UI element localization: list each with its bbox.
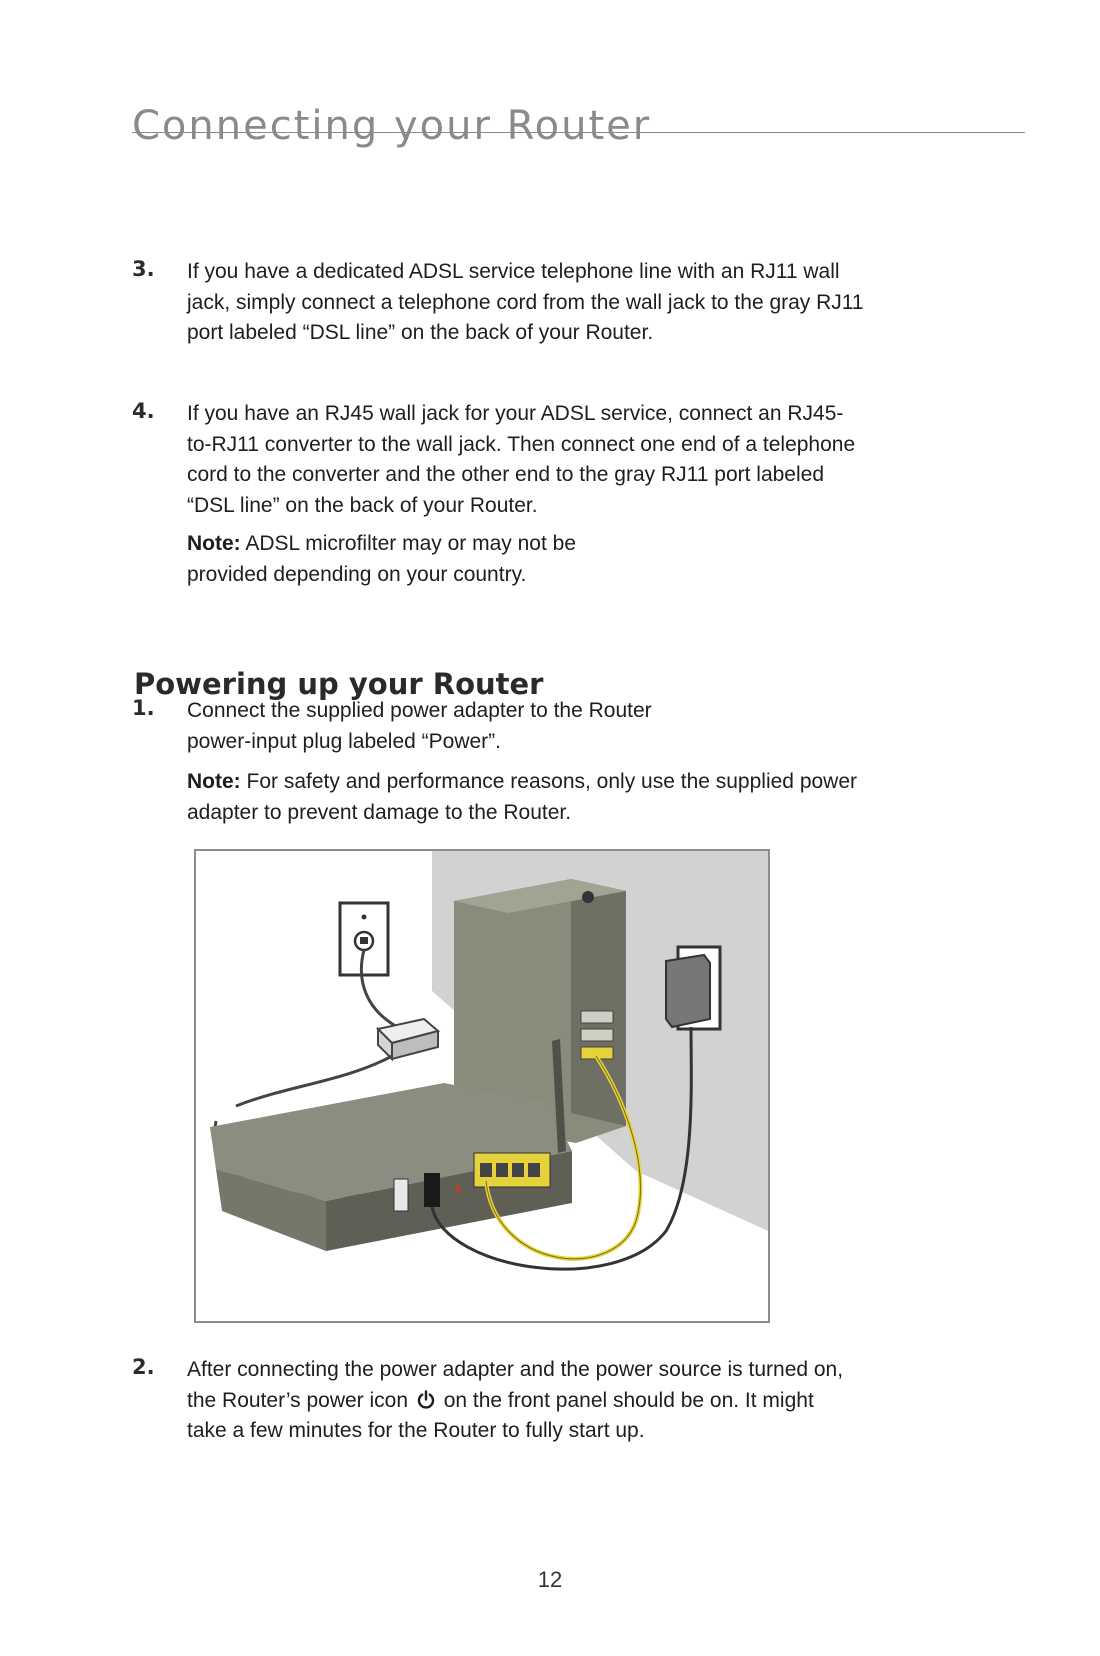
page-number: 12 xyxy=(537,1567,563,1592)
step-line: If you have a dedicated ADSL service tel… xyxy=(187,260,840,283)
router-connection-illustration xyxy=(196,851,768,1321)
router-top xyxy=(210,1083,572,1201)
step-text: If you have an RJ45 wall jack for your A… xyxy=(187,399,1017,521)
note-microfilter: Note: ADSL microfilter may or may not be… xyxy=(187,529,576,590)
router-antenna xyxy=(552,1039,566,1153)
note-text: For safety and performance reasons, only… xyxy=(240,770,858,793)
power-adapter-icon xyxy=(665,953,711,1029)
side-wall xyxy=(196,851,432,1011)
router-side xyxy=(216,1169,326,1251)
step-text-part: the Router’s power icon xyxy=(187,1388,409,1412)
power-input-port xyxy=(424,1173,440,1207)
step-line: port labeled “DSL line” on the back of y… xyxy=(187,321,654,344)
step-line: If you have an RJ45 wall jack for your A… xyxy=(187,402,844,425)
wall-jack-screw xyxy=(361,914,367,920)
wall-jack-port xyxy=(360,937,368,944)
tower-port xyxy=(580,1028,614,1042)
microfilter-side xyxy=(377,1026,393,1062)
note-line: Note: For safety and performance reasons… xyxy=(187,767,857,798)
note-line: adapter to prevent damage to the Router. xyxy=(187,800,572,824)
step-line: cord to the converter and the other end … xyxy=(187,463,825,486)
ethernet-cable-outline xyxy=(485,1055,641,1260)
ethernet-port xyxy=(496,1163,508,1177)
note-safety: Note: For safety and performance reasons… xyxy=(187,767,857,828)
computer-tower-top xyxy=(454,879,626,913)
tower-port xyxy=(580,1010,614,1024)
power-icon xyxy=(417,1389,435,1409)
step-number: 3. xyxy=(132,257,155,281)
ethernet-port xyxy=(528,1163,540,1177)
jack-to-filter-cable xyxy=(359,949,402,1031)
filter-to-router-cable xyxy=(235,1054,393,1108)
computer-tower-back xyxy=(571,879,626,1126)
note-line: provided depending on your country. xyxy=(187,562,527,586)
step-text: Connect the supplied power adapter to th… xyxy=(187,696,1017,757)
ethernet-port xyxy=(512,1163,524,1177)
step-line: jack, simply connect a telephone cord fr… xyxy=(187,290,864,314)
step-number: 1. xyxy=(132,696,155,720)
step-text: If you have a dedicated ADSL service tel… xyxy=(187,257,1017,349)
page-title: Connecting your Router xyxy=(132,102,652,149)
step-text: After connecting the power adapter and t… xyxy=(187,1355,1017,1447)
step-number: 4. xyxy=(132,399,155,423)
step-line: Connect the supplied power adapter to th… xyxy=(187,699,652,722)
step-number: 2. xyxy=(132,1355,155,1379)
note-line: Note: ADSL microfilter may or may not be xyxy=(187,529,576,560)
router-connection-figure xyxy=(194,849,770,1323)
tower-fan xyxy=(582,891,594,903)
note-label: Note: xyxy=(187,532,241,555)
dsl-line-port xyxy=(393,1178,409,1212)
note-text: ADSL microfilter may or may not be xyxy=(240,532,577,555)
step-line: “DSL line” on the back of your Router. xyxy=(187,493,538,517)
ethernet-port xyxy=(480,1163,492,1177)
step-line: take a few minutes for the Router to ful… xyxy=(187,1419,645,1442)
step-text-part: on the front panel should be on. It migh… xyxy=(443,1388,814,1412)
note-label: Note: xyxy=(187,770,241,793)
step-line: power-input plug labeled “Power”. xyxy=(187,729,502,753)
step-line: After connecting the power adapter and t… xyxy=(187,1358,844,1381)
step-line: to-RJ11 converter to the wall jack. Then… xyxy=(187,432,856,456)
power-cable xyxy=(430,1026,693,1271)
title-divider xyxy=(132,132,1025,133)
section-heading: Powering up your Router xyxy=(134,667,544,702)
reset-button-icon xyxy=(455,1186,461,1192)
step-line: the Router’s power icon on the front pan… xyxy=(187,1386,1017,1417)
